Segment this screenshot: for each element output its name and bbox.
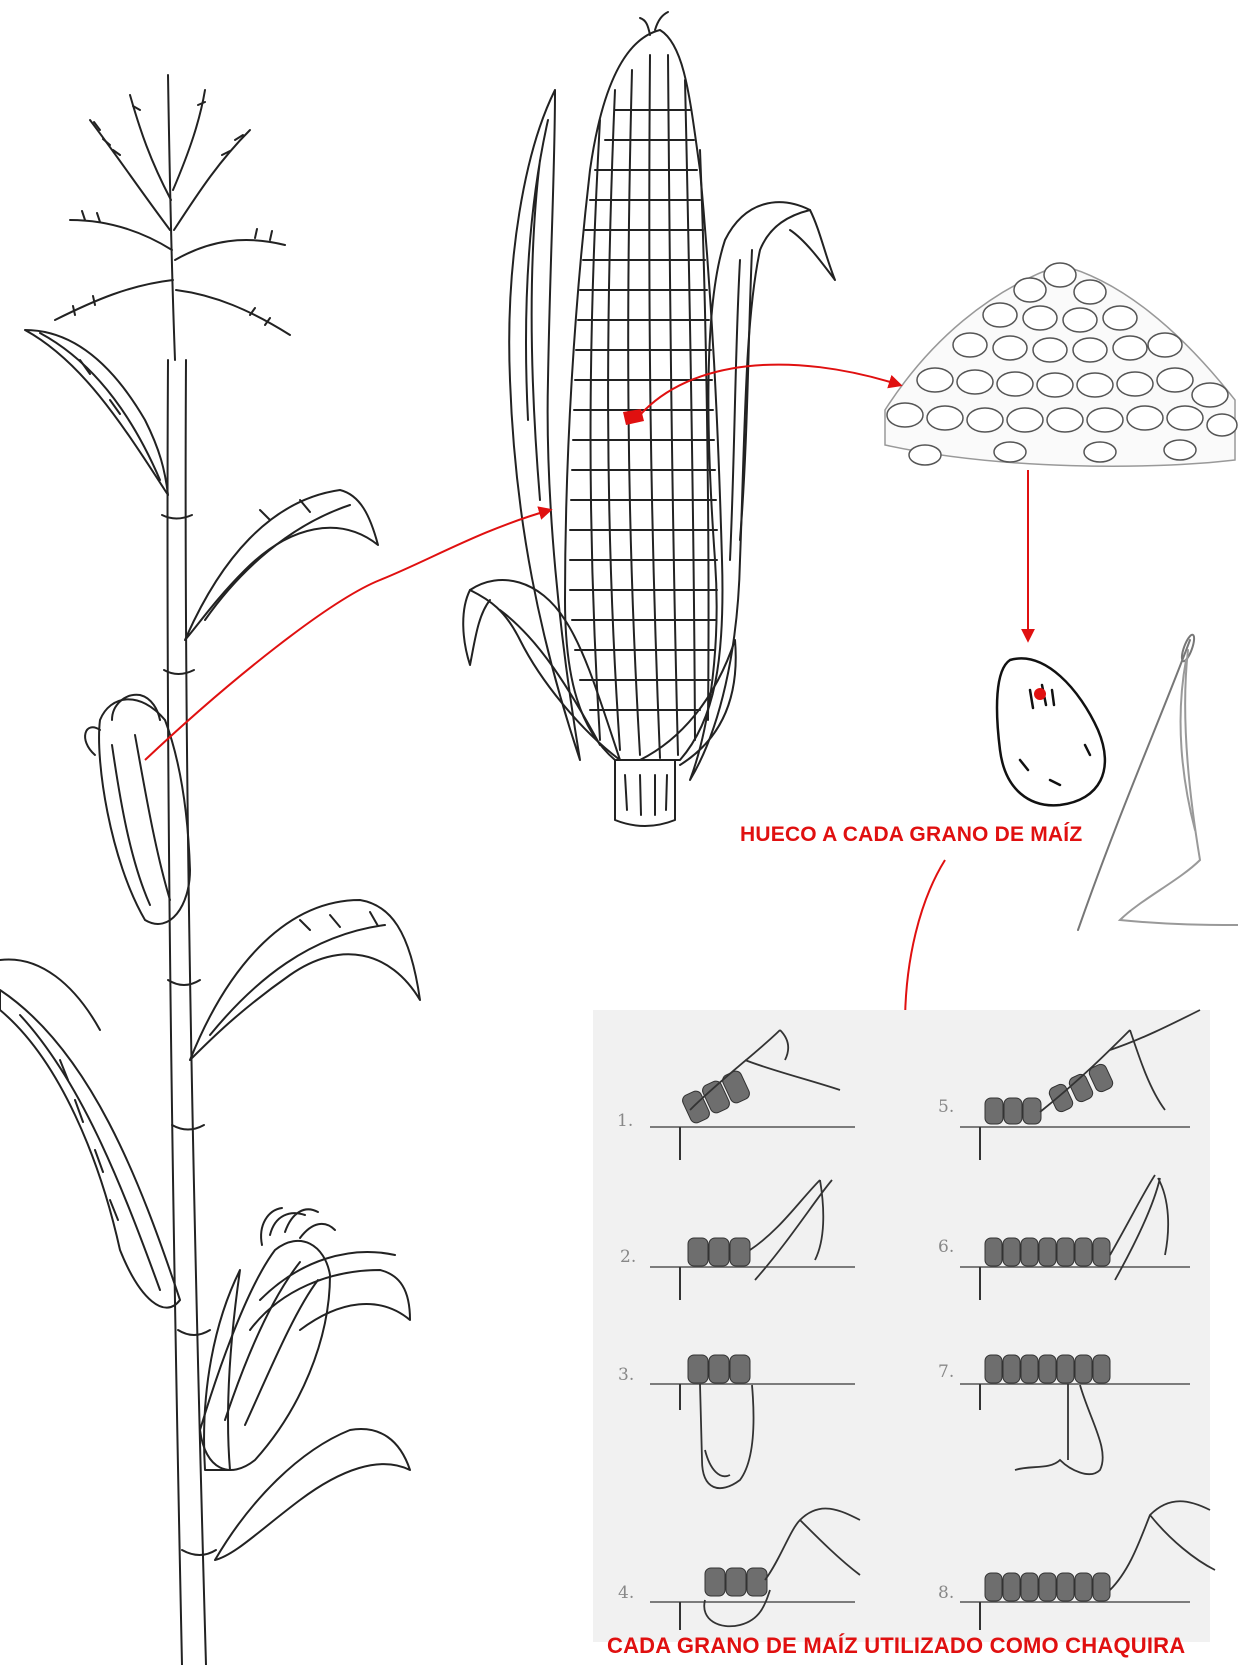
single-kernel-illustration bbox=[997, 658, 1105, 805]
step-number: 3. bbox=[618, 1365, 634, 1385]
process-arrows bbox=[145, 365, 1028, 1025]
step-number: 7. bbox=[938, 1362, 954, 1382]
kernel-pile-illustration bbox=[885, 263, 1237, 466]
hole-caption: HUECO A CADA GRANO DE MAÍZ bbox=[740, 823, 1082, 847]
step-number: 4. bbox=[618, 1583, 634, 1603]
bead-caption: CADA GRANO DE MAÍZ UTILIZADO COMO CHAQUI… bbox=[607, 1633, 1185, 1659]
step-number: 8. bbox=[938, 1583, 954, 1603]
beading-steps-panel: 1. 5. bbox=[593, 1010, 1215, 1642]
corn-plant-illustration bbox=[0, 75, 420, 1665]
arrow-cob-to-pile bbox=[640, 365, 900, 415]
step-number: 6. bbox=[938, 1237, 954, 1257]
arrow-plant-to-cob bbox=[145, 510, 550, 760]
kernel-hole-dot bbox=[1034, 688, 1046, 700]
step-number: 5. bbox=[938, 1097, 954, 1117]
arrow-kernel-to-steps bbox=[905, 860, 945, 1025]
step-number: 2. bbox=[620, 1247, 636, 1267]
corn-cob-illustration bbox=[463, 12, 835, 826]
needle-thread-illustration bbox=[1078, 633, 1238, 930]
cob-kernel-highlight bbox=[623, 409, 644, 425]
step-number: 1. bbox=[617, 1111, 633, 1131]
